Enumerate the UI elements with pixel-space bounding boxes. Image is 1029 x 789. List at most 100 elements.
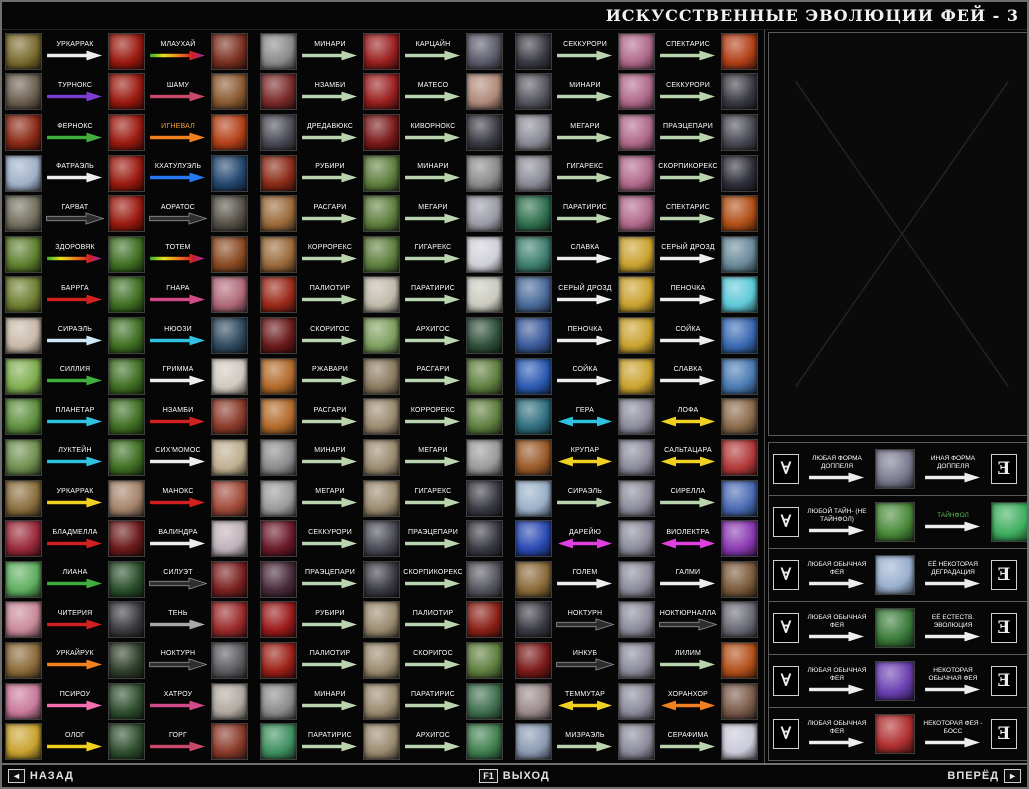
creature-icon[interactable]: [363, 723, 400, 761]
creature-icon[interactable]: [515, 601, 552, 639]
legend-creature-icon[interactable]: [875, 608, 915, 648]
creature-icon[interactable]: [211, 317, 248, 355]
creature-icon[interactable]: [466, 560, 503, 598]
creature-icon[interactable]: [211, 520, 248, 558]
creature-icon[interactable]: [618, 560, 655, 598]
creature-icon[interactable]: [618, 682, 655, 720]
creature-icon[interactable]: [363, 276, 400, 314]
creature-icon[interactable]: [721, 357, 758, 395]
creature-icon[interactable]: [466, 682, 503, 720]
creature-icon[interactable]: [260, 357, 297, 395]
creature-icon[interactable]: [260, 682, 297, 720]
creature-icon[interactable]: [721, 235, 758, 273]
creature-icon[interactable]: [618, 73, 655, 111]
creature-icon[interactable]: [108, 601, 145, 639]
creature-icon[interactable]: [5, 438, 42, 476]
creature-icon[interactable]: [5, 357, 42, 395]
creature-icon[interactable]: [108, 560, 145, 598]
creature-icon[interactable]: [466, 601, 503, 639]
creature-icon[interactable]: [721, 114, 758, 152]
creature-icon[interactable]: [618, 520, 655, 558]
creature-icon[interactable]: [5, 32, 42, 70]
creature-icon[interactable]: [618, 438, 655, 476]
legend-creature-icon[interactable]: [875, 502, 915, 542]
creature-icon[interactable]: [108, 641, 145, 679]
creature-icon[interactable]: [260, 479, 297, 517]
creature-icon[interactable]: [108, 479, 145, 517]
creature-icon[interactable]: [466, 114, 503, 152]
creature-icon[interactable]: [211, 560, 248, 598]
creature-icon[interactable]: [515, 520, 552, 558]
creature-icon[interactable]: [466, 723, 503, 761]
creature-icon[interactable]: [721, 641, 758, 679]
legend-creature-icon[interactable]: [875, 714, 915, 754]
creature-icon[interactable]: [363, 438, 400, 476]
creature-icon[interactable]: [363, 195, 400, 233]
creature-icon[interactable]: [363, 114, 400, 152]
creature-icon[interactable]: [363, 317, 400, 355]
creature-icon[interactable]: [211, 276, 248, 314]
creature-icon[interactable]: [466, 398, 503, 436]
creature-icon[interactable]: [618, 32, 655, 70]
creature-icon[interactable]: [211, 601, 248, 639]
creature-icon[interactable]: [515, 357, 552, 395]
creature-icon[interactable]: [260, 520, 297, 558]
creature-icon[interactable]: [721, 479, 758, 517]
creature-icon[interactable]: [721, 154, 758, 192]
legend-creature-icon[interactable]: [875, 555, 915, 595]
legend-creature-icon[interactable]: [875, 661, 915, 701]
creature-icon[interactable]: [515, 682, 552, 720]
creature-icon[interactable]: [211, 398, 248, 436]
creature-icon[interactable]: [466, 235, 503, 273]
creature-icon[interactable]: [260, 114, 297, 152]
creature-icon[interactable]: [363, 641, 400, 679]
creature-icon[interactable]: [721, 601, 758, 639]
creature-icon[interactable]: [721, 723, 758, 761]
creature-icon[interactable]: [618, 479, 655, 517]
creature-icon[interactable]: [721, 520, 758, 558]
back-button[interactable]: ◄ НАЗАД: [8, 769, 346, 783]
creature-icon[interactable]: [5, 73, 42, 111]
creature-icon[interactable]: [108, 114, 145, 152]
creature-icon[interactable]: [466, 357, 503, 395]
creature-icon[interactable]: [108, 682, 145, 720]
creature-icon[interactable]: [108, 154, 145, 192]
creature-icon[interactable]: [363, 601, 400, 639]
creature-icon[interactable]: [721, 276, 758, 314]
creature-icon[interactable]: [211, 682, 248, 720]
creature-icon[interactable]: [515, 479, 552, 517]
creature-icon[interactable]: [108, 723, 145, 761]
creature-icon[interactable]: [515, 32, 552, 70]
creature-icon[interactable]: [260, 438, 297, 476]
creature-icon[interactable]: [260, 154, 297, 192]
creature-icon[interactable]: [515, 195, 552, 233]
exit-button[interactable]: F1 ВЫХОД: [346, 769, 684, 783]
creature-icon[interactable]: [363, 479, 400, 517]
creature-icon[interactable]: [5, 723, 42, 761]
creature-icon[interactable]: [515, 154, 552, 192]
creature-icon[interactable]: [260, 641, 297, 679]
creature-icon[interactable]: [618, 114, 655, 152]
creature-icon[interactable]: [721, 32, 758, 70]
creature-icon[interactable]: [211, 235, 248, 273]
creature-icon[interactable]: [618, 154, 655, 192]
creature-icon[interactable]: [466, 317, 503, 355]
creature-icon[interactable]: [260, 32, 297, 70]
creature-icon[interactable]: [363, 235, 400, 273]
creature-icon[interactable]: [5, 520, 42, 558]
creature-icon[interactable]: [721, 195, 758, 233]
creature-icon[interactable]: [108, 398, 145, 436]
creature-icon[interactable]: [515, 276, 552, 314]
creature-icon[interactable]: [515, 560, 552, 598]
creature-icon[interactable]: [211, 114, 248, 152]
creature-icon[interactable]: [108, 32, 145, 70]
creature-icon[interactable]: [5, 682, 42, 720]
creature-icon[interactable]: [618, 317, 655, 355]
creature-icon[interactable]: [5, 601, 42, 639]
creature-icon[interactable]: [618, 641, 655, 679]
forward-button[interactable]: ВПЕРЁД ►: [683, 769, 1022, 783]
creature-icon[interactable]: [211, 73, 248, 111]
creature-icon[interactable]: [5, 154, 42, 192]
creature-icon[interactable]: [5, 560, 42, 598]
creature-icon[interactable]: [363, 32, 400, 70]
